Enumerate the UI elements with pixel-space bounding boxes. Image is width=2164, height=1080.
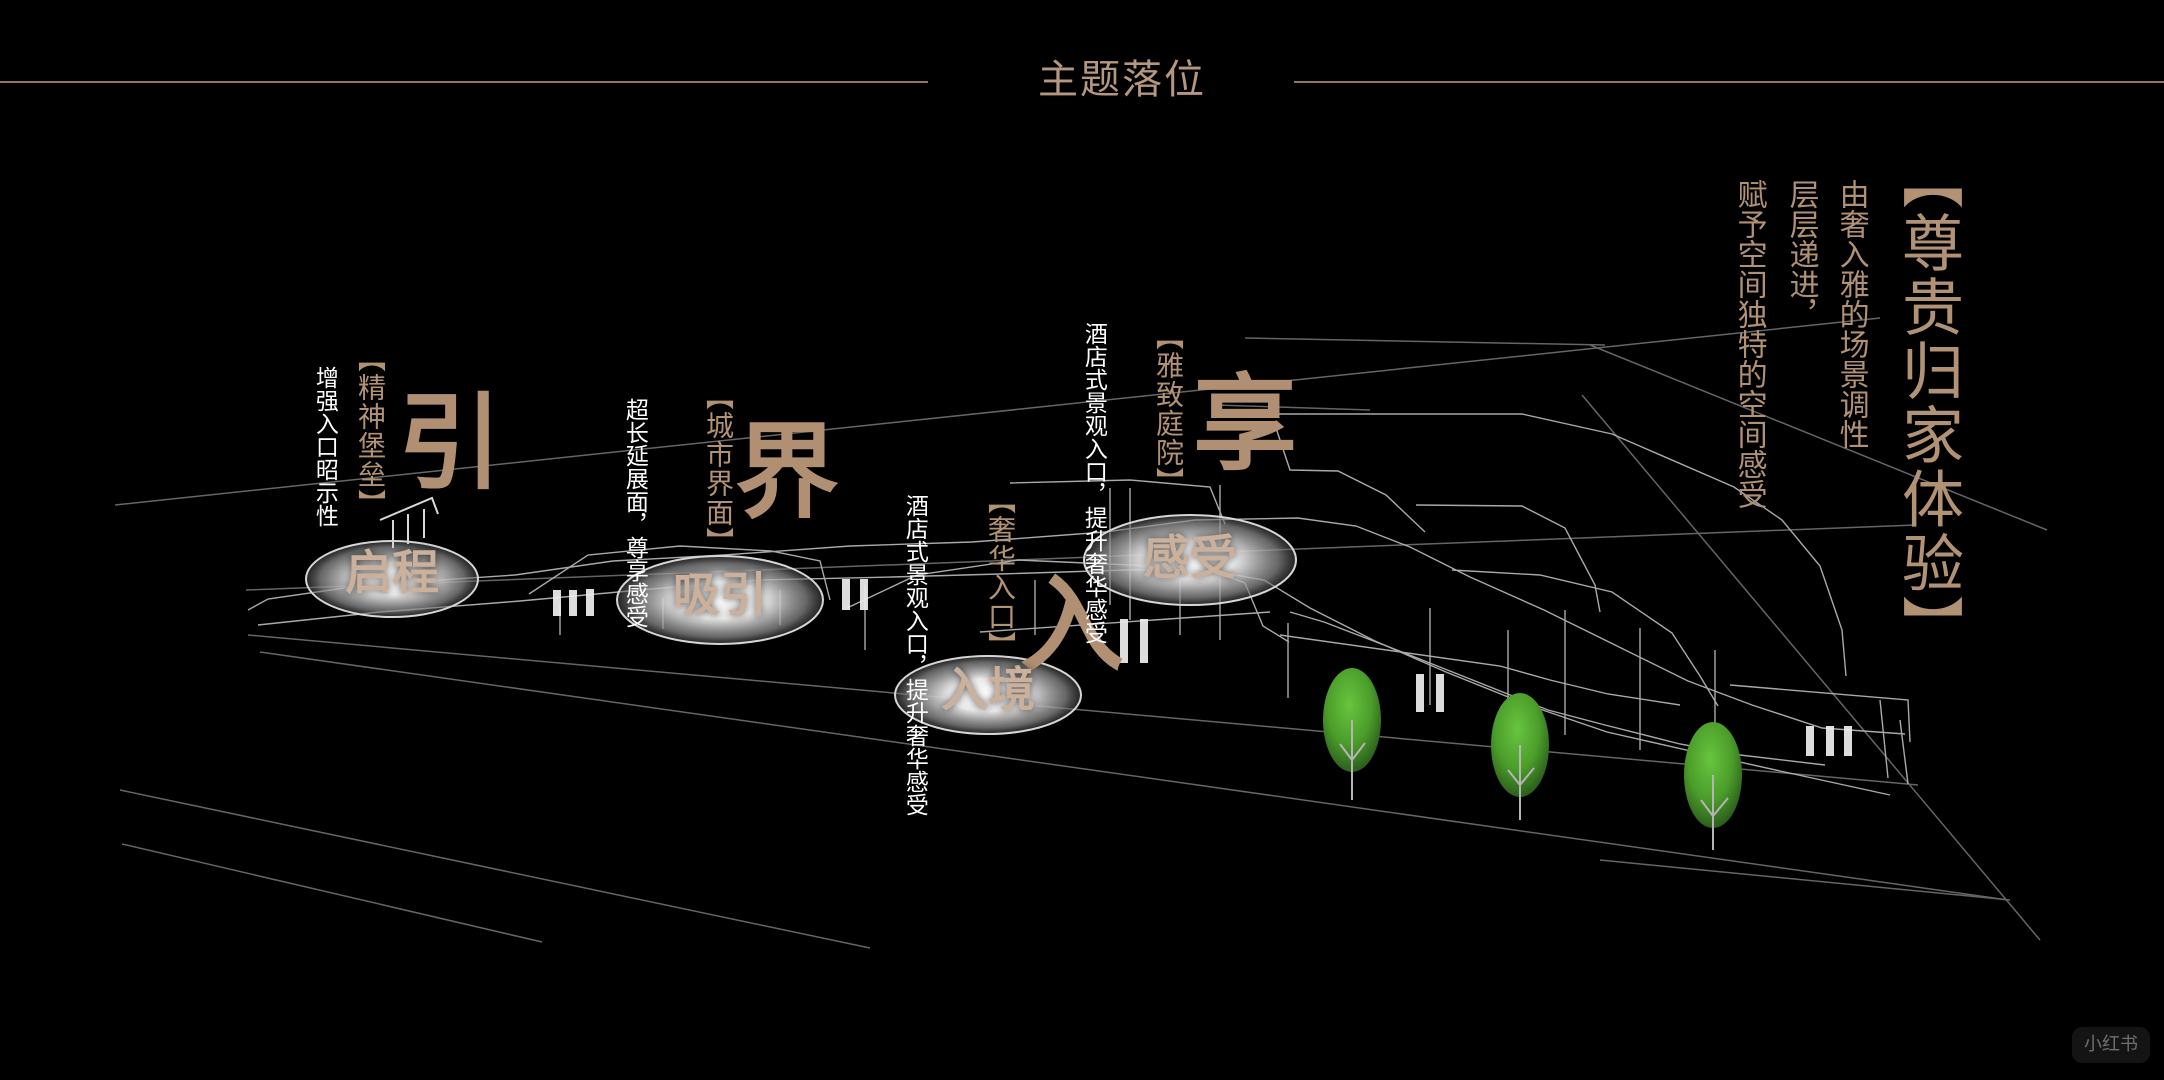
entry-marker <box>379 496 439 548</box>
zone-3-big-char: 入 <box>1020 563 1125 686</box>
zone-4-spot-text: 感受 <box>1143 531 1237 586</box>
intro-line-3: 赋予空间独特的空间感受 <box>1731 179 1767 509</box>
trees <box>1323 668 1742 850</box>
main-quote: 【尊贵归家体验】 <box>1891 147 1964 659</box>
ground-lines <box>114 317 2048 949</box>
zone-3-spot-text: 入境 <box>941 663 1035 718</box>
spotlights <box>305 514 1297 735</box>
tree-3 <box>1684 722 1742 850</box>
zone-2-note: 超长延展面，尊享感受 <box>621 398 648 628</box>
zone-4-label: 【雅致庭院】 <box>1152 322 1185 496</box>
zone-1-label: 【精神堡垒】 <box>354 344 387 518</box>
zone-3-note: 酒店式景观入口，提升奢华感受 <box>901 494 928 816</box>
title-area: 主题落位 <box>0 0 2164 160</box>
facade-strips <box>553 579 1852 756</box>
intro-line-1: 由奢入雅的场景调性 <box>1833 179 1869 449</box>
zone-4-note: 酒店式景观入口，提升奢华感受 <box>1080 322 1107 644</box>
zone-2-spot-text: 吸引 <box>673 568 767 623</box>
zone-1-note: 增强入口昭示性 <box>311 366 338 527</box>
watermark: 小红书 <box>2072 1027 2150 1063</box>
intro-line-2: 层层递进， <box>1783 179 1819 329</box>
zone-3-label: 【奢华入口】 <box>984 486 1017 660</box>
page-title: 主题落位 <box>1038 57 1206 103</box>
zone-2-label: 【城市界面】 <box>702 382 735 556</box>
tree-1 <box>1323 668 1381 800</box>
zone-4-big-char: 享 <box>1193 362 1298 485</box>
zone-1-spot-text: 启程 <box>345 546 439 601</box>
tree-2 <box>1491 693 1549 820</box>
building-footprint <box>247 413 1911 796</box>
zone-2-big-char: 界 <box>735 410 840 533</box>
zone-1-big-char: 引 <box>398 381 503 504</box>
title-right-divider <box>1294 81 2164 83</box>
title-left-divider <box>0 81 928 83</box>
